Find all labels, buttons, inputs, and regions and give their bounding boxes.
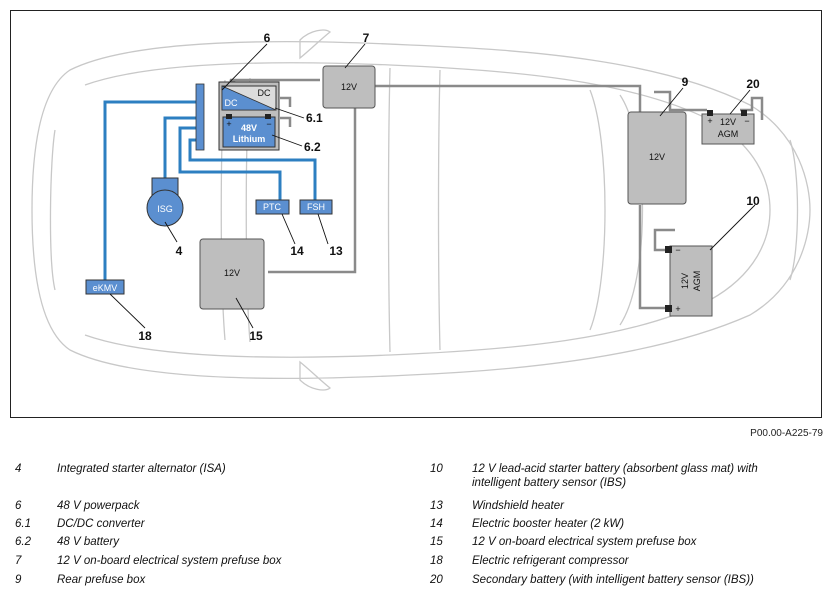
starter-battery-minus: − xyxy=(675,245,680,255)
diagram-frame xyxy=(10,10,822,418)
legend-num: 18 xyxy=(430,555,443,567)
legend: 4 Integrated starter alternator (ISA) 6 … xyxy=(0,462,833,592)
legend-num: 15 xyxy=(430,536,443,548)
battery-48v-plus: + xyxy=(226,119,231,129)
legend-text: 12 V lead-acid starter battery (absorben… xyxy=(472,463,758,489)
callout-10: 10 xyxy=(746,194,760,208)
starter-battery-sublabel: AGM xyxy=(692,271,702,292)
legend-text: DC/DC converter xyxy=(57,518,145,530)
prefuse-box-15: 12V xyxy=(199,238,265,310)
callout-13: 13 xyxy=(329,244,343,258)
dc-label-in: DC xyxy=(225,98,238,108)
callout-15: 15 xyxy=(249,329,263,343)
battery-48v xyxy=(222,116,276,148)
legend-num: 10 xyxy=(430,463,443,475)
battery-48v-terminal-plus xyxy=(226,114,232,119)
ekmv-compressor: eKMV xyxy=(85,279,125,295)
battery-48v-minus: − xyxy=(266,119,271,129)
legend-num: 6 xyxy=(15,500,22,512)
callout-4: 4 xyxy=(176,244,183,258)
secondary-battery-plus: + xyxy=(707,116,712,126)
secondary-battery-minus: − xyxy=(744,116,749,126)
ekmv-label: eKMV xyxy=(93,283,118,293)
rear-prefuse-box: 12V xyxy=(627,111,687,205)
callout-18: 18 xyxy=(138,329,152,343)
isg-label: ISG xyxy=(157,204,173,214)
legend-num: 13 xyxy=(430,500,443,512)
battery-48v-terminal-minus xyxy=(265,114,271,119)
secondary-battery-label: 12V xyxy=(720,117,736,127)
dc-label-out: DC xyxy=(258,88,271,98)
callout-6-1: 6.1 xyxy=(306,111,323,125)
starter-battery-plus: + xyxy=(675,304,680,314)
callouts: 6 6.1 6.2 7 9 20 10 4 14 13 18 15 xyxy=(138,31,760,343)
ptc-heater: PTC xyxy=(255,199,290,215)
vehicle-electrical-diagram: DC DC + − 48V Lithium ISG PTC FSH eKMV 1… xyxy=(31,29,811,391)
legend-text: 48 V powerpack xyxy=(57,500,140,512)
isg-unit: ISG xyxy=(146,177,184,227)
legend-text: Electric refrigerant compressor xyxy=(472,555,629,567)
legend-num: 4 xyxy=(15,463,22,475)
starter-battery-label: 12V xyxy=(680,273,690,289)
callout-7: 7 xyxy=(363,31,370,45)
dc-dc-converter-diagonal xyxy=(221,85,277,111)
legend-text: Electric booster heater (2 kW) xyxy=(472,518,625,530)
reference-code: P00.00-A225-79 xyxy=(750,428,823,439)
prefuse-box-15-label: 12V xyxy=(224,268,240,278)
legend-num: 7 xyxy=(15,555,22,567)
battery-48v-label: 48V xyxy=(241,123,257,133)
leader-lines xyxy=(109,43,756,329)
legend-text: 12 V on-board electrical system prefuse … xyxy=(472,536,697,548)
secondary-battery-sublabel: AGM xyxy=(718,129,739,139)
fsh-heater: FSH xyxy=(299,199,333,215)
legend-num: 9 xyxy=(15,574,22,586)
legend-num: 14 xyxy=(430,518,443,530)
legend-text: 48 V battery xyxy=(57,536,120,548)
callout-6: 6 xyxy=(264,31,271,45)
legend-text: Integrated starter alternator (ISA) xyxy=(57,463,226,475)
wiring-12v xyxy=(229,78,764,310)
wiring-48v xyxy=(103,100,317,285)
ptc-label: PTC xyxy=(263,202,282,212)
car-outline xyxy=(31,29,811,391)
legend-text: 12 V on-board electrical system prefuse … xyxy=(57,555,282,567)
legend-num: 6.2 xyxy=(15,536,31,548)
callout-20: 20 xyxy=(746,77,760,91)
fsh-label: FSH xyxy=(307,202,325,212)
legend-text: Secondary battery (with intelligent batt… xyxy=(472,574,754,586)
bus-bar-48v xyxy=(195,83,205,151)
secondary-battery: + − 12V AGM xyxy=(701,110,755,145)
legend-text: Windshield heater xyxy=(472,500,564,512)
legend-text: Rear prefuse box xyxy=(57,574,146,586)
rear-prefuse-box-label: 12V xyxy=(649,152,665,162)
prefuse-box-7: 12V xyxy=(322,65,376,109)
legend-num: 20 xyxy=(430,574,443,586)
battery-48v-sublabel: Lithium xyxy=(233,134,266,144)
powerpack-48v: DC DC + − 48V Lithium xyxy=(218,81,280,151)
prefuse-box-7-label: 12V xyxy=(341,82,357,92)
callout-9: 9 xyxy=(682,75,689,89)
starter-battery: − + 12V AGM xyxy=(665,245,713,317)
callout-14: 14 xyxy=(290,244,304,258)
callout-6-2: 6.2 xyxy=(304,140,321,154)
legend-num: 6.1 xyxy=(15,518,31,530)
